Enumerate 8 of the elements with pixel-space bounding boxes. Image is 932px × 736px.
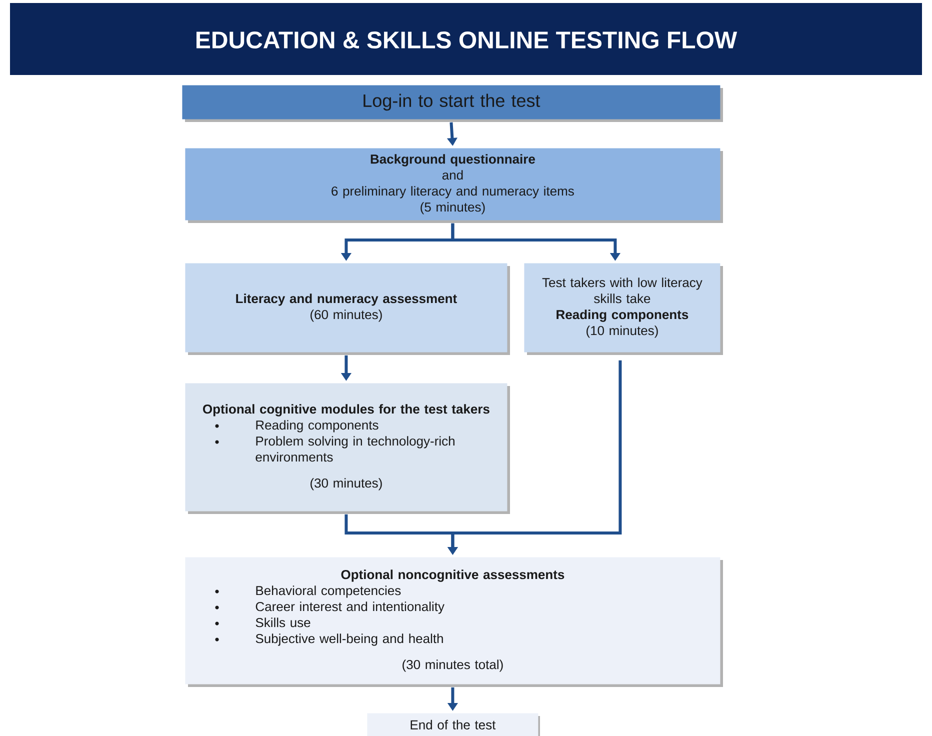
process-box: End of the test — [367, 713, 540, 736]
process-box: Literacy and numeracy assessment (60 minutes) — [185, 263, 510, 355]
process-box: Log-in to start the test — [182, 85, 723, 122]
process-box: Background questionnaire and 6 preliminary literacy and numeracy items (5 minutes) — [185, 148, 723, 223]
process-box: Optional cognitive modules for the test takers Reading components Problem solving in technology-rich environments (30 minutes) — [185, 383, 510, 514]
title-banner: EDUCATION & SKILLS ONLINE TESTING FLOW — [10, 3, 922, 75]
process-box: Optional noncognitive assessments Behavioral competencies Career interest and intentionality Skills use Subjective well-being and health (30 minutes total) — [185, 557, 723, 687]
process-box: Test takers with low literacy skills take Reading components (10 minutes) — [524, 263, 723, 355]
